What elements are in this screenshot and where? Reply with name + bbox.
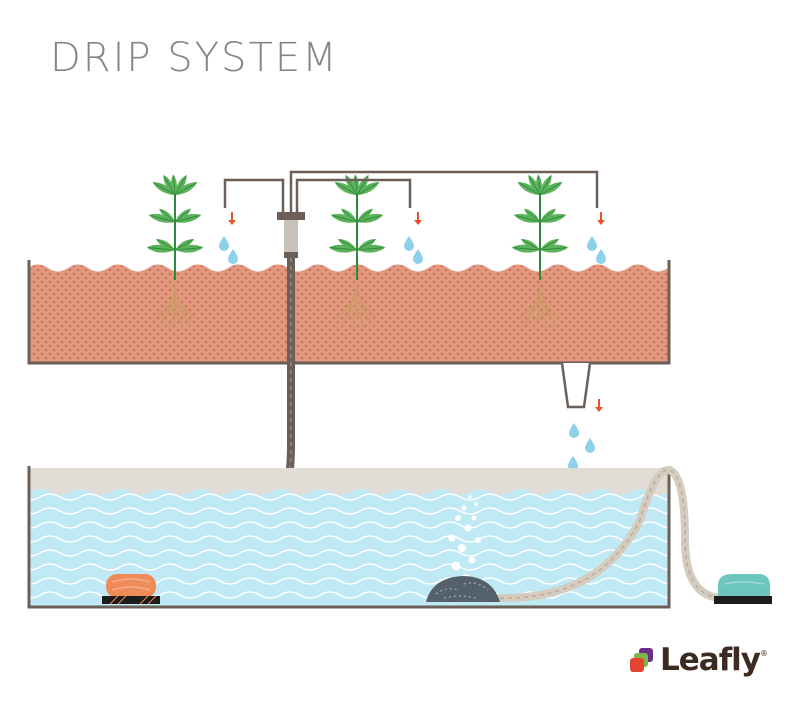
air-stone — [426, 576, 500, 602]
air-pump — [714, 574, 772, 604]
water-drop — [587, 236, 597, 251]
water-drop — [219, 236, 229, 251]
air-line — [496, 465, 724, 603]
submersible-pump — [102, 574, 160, 605]
water-drop — [596, 249, 606, 264]
water-drop — [413, 249, 423, 264]
drip-arrow — [596, 211, 606, 226]
leafly-logo: Leafly ® — [630, 645, 768, 676]
drip-arrow — [227, 211, 237, 226]
water-drop — [569, 423, 579, 438]
air-bubbles — [448, 495, 481, 582]
water-drop — [404, 236, 414, 251]
registered-mark: ® — [760, 649, 769, 658]
water-drop — [585, 438, 595, 453]
drain-arrow — [594, 398, 604, 413]
brand-name: Leafly — [660, 642, 761, 678]
return-drain — [560, 362, 592, 409]
page-title: DRIP SYSTEM — [50, 35, 339, 81]
leafly-mark-icon — [630, 647, 653, 672]
drip-arrow — [413, 211, 423, 226]
drip-manifold — [277, 212, 305, 258]
water-drop — [228, 249, 238, 264]
drip-lines — [223, 170, 599, 212]
